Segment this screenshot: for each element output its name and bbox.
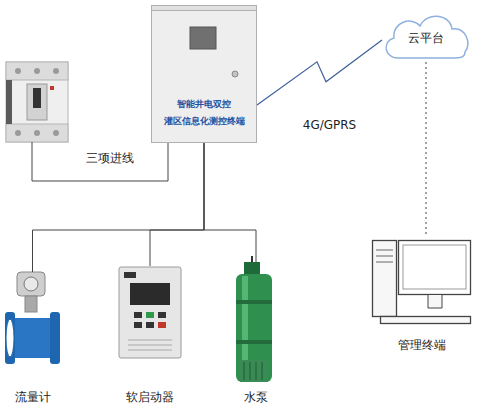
link-label: 4G/GPRS — [285, 117, 375, 133]
water-pump-drawing — [236, 256, 272, 382]
water-pump: 水泵 — [232, 262, 280, 387]
flowmeter-drawing — [5, 272, 60, 364]
power-wire — [150, 143, 204, 266]
network-link — [426, 62, 427, 236]
terminal-cabinet: 智能井电双控 灌区信息化测控终端 — [151, 5, 257, 143]
circuit-breaker — [6, 62, 68, 142]
control-cabinet — [152, 6, 257, 143]
power-wire — [33, 143, 205, 272]
soft-starter-drawing — [119, 267, 181, 358]
node-label: 软启动器 — [105, 389, 195, 405]
wire-label: 三项进线 — [70, 150, 150, 166]
node-label: 水泵 — [211, 389, 301, 405]
node-label: 流量计 — [0, 389, 78, 405]
wireless-link — [257, 40, 382, 105]
incoming-wire — [32, 142, 168, 181]
flowmeter: 流量计 — [5, 272, 60, 367]
cloud-platform: 云平台 — [380, 10, 472, 62]
management-terminal: 管理终端 — [372, 236, 472, 326]
computer-drawing — [373, 241, 471, 324]
node-label: 云平台 — [380, 30, 472, 46]
soft-starter: 软启动器 — [118, 266, 182, 359]
node-label: 管理终端 — [372, 337, 472, 353]
node-label: 智能井电双控 灌区信息化测控终端 — [159, 96, 249, 130]
power-wire — [204, 143, 256, 262]
